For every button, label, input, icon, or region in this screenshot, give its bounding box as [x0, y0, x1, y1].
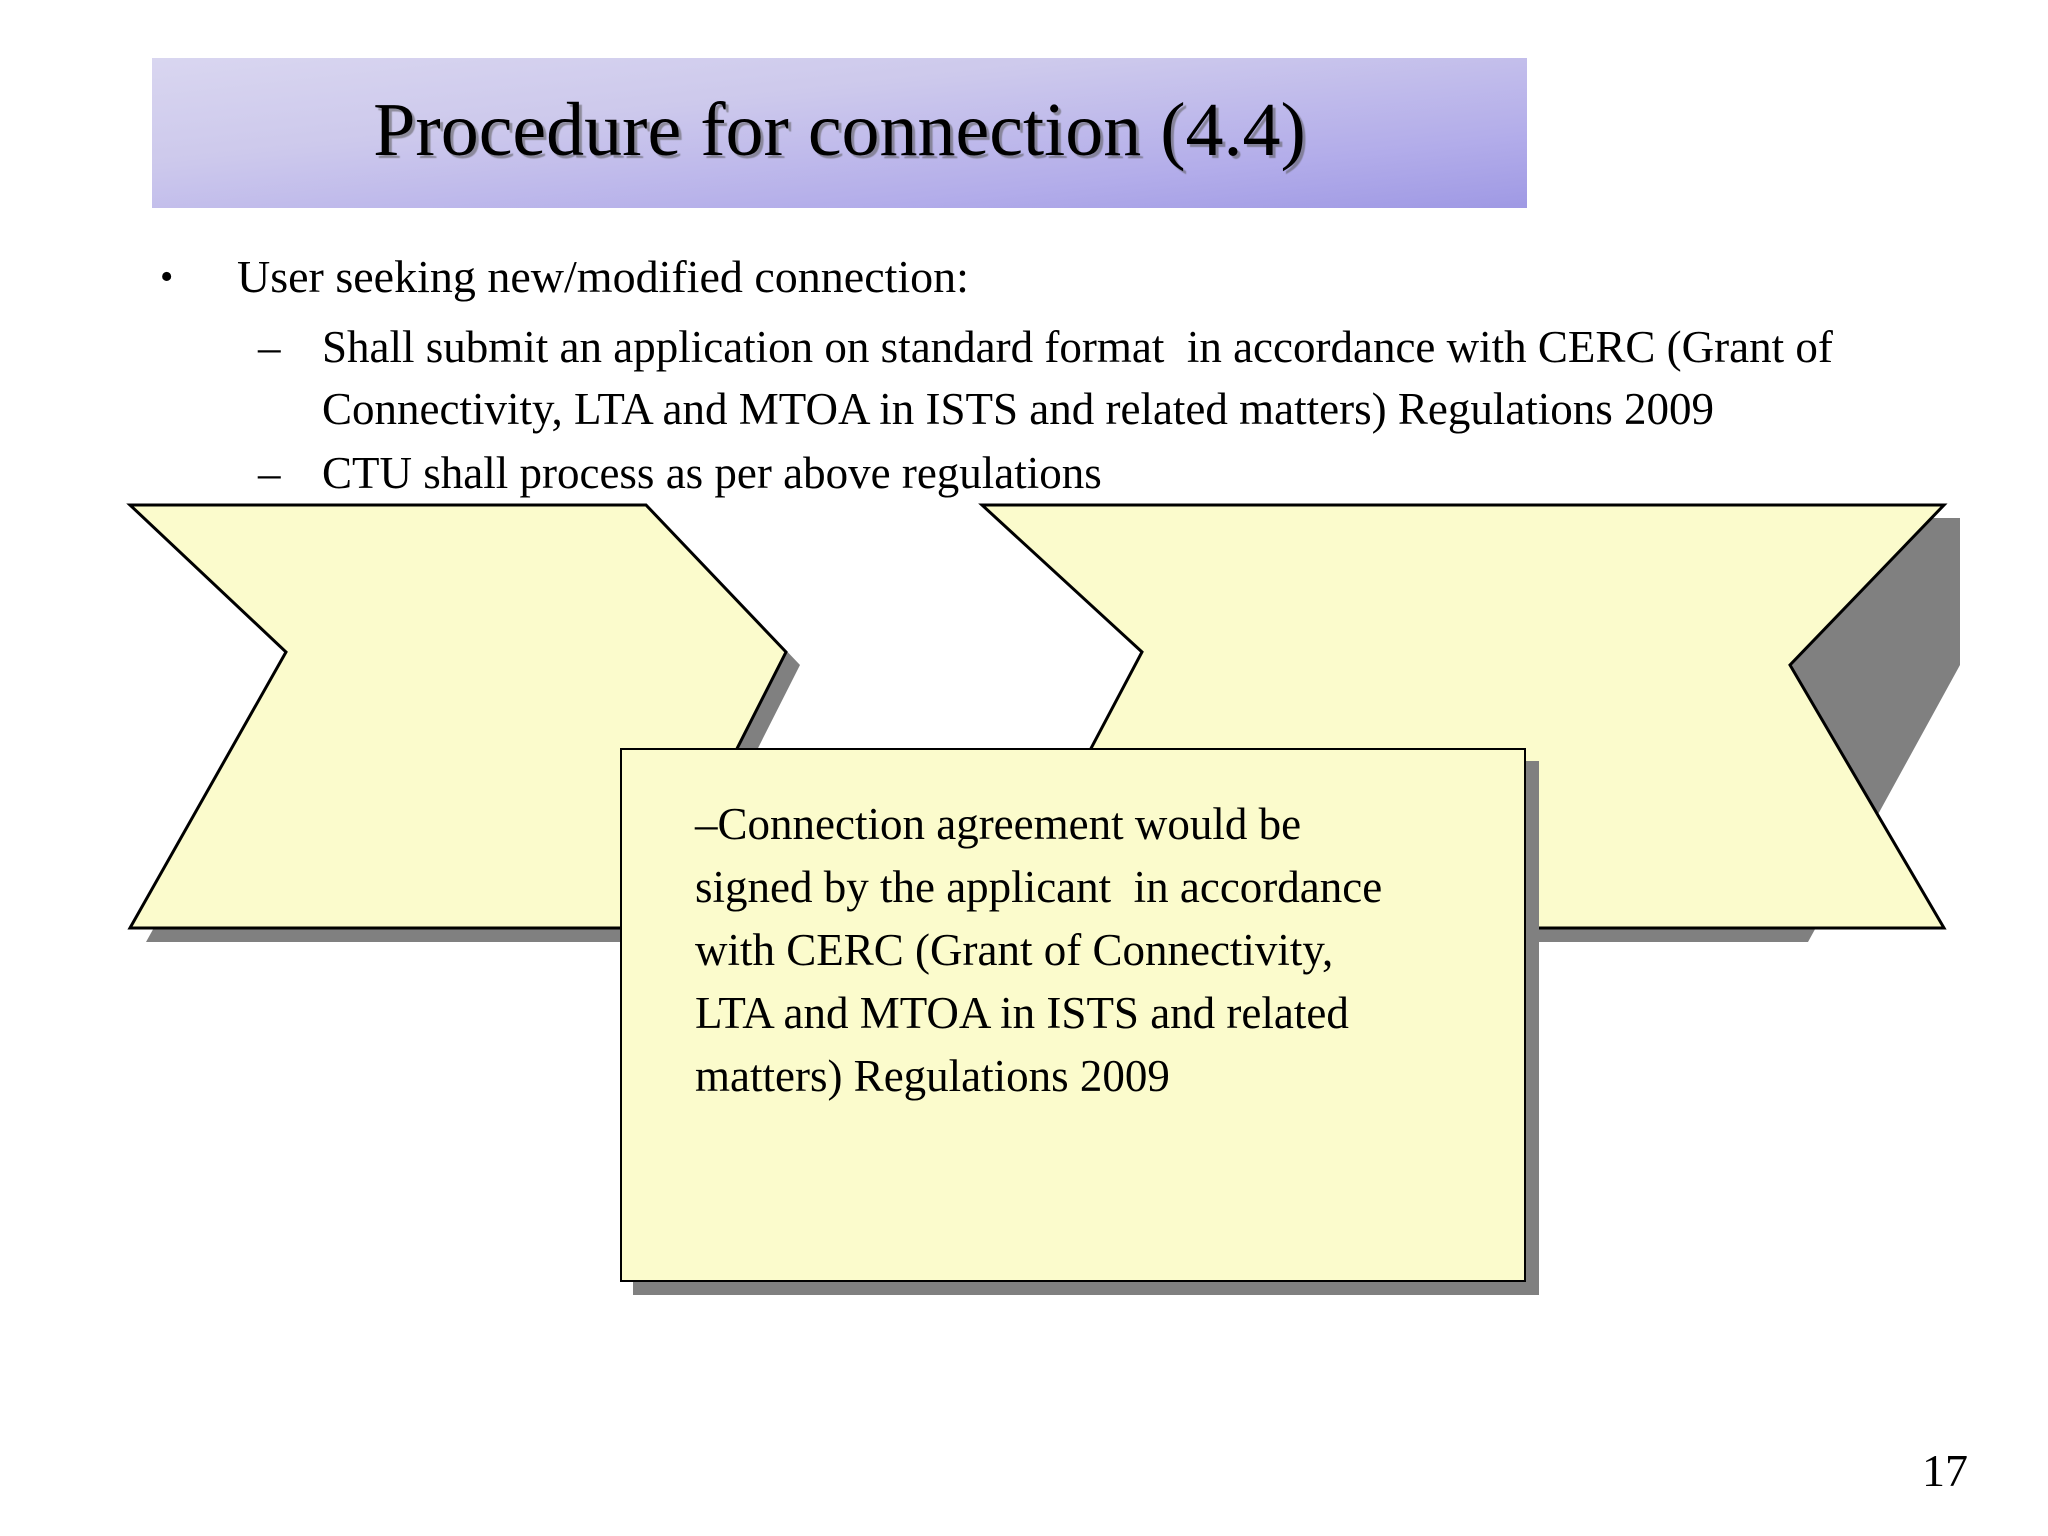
slide-title-banner: Procedure for connection (4.4): [152, 58, 1527, 208]
callout-text: –Connection agreement would be signed by…: [695, 799, 1394, 1101]
page-title: Procedure for connection (4.4): [373, 88, 1306, 172]
bullet-marker-dash: –: [258, 322, 281, 372]
bullet-marker-dot: •: [160, 256, 174, 298]
callout-box: –Connection agreement would be signed by…: [620, 748, 1526, 1282]
bullet-item-level2: – CTU shall process as per above regulat…: [0, 442, 2048, 504]
bullet-item-level1: • User seeking new/modified connection:: [0, 248, 2048, 306]
bullet-marker-dash: –: [258, 448, 281, 498]
chevron-ribbon-diagram: [0, 480, 2048, 1080]
bullet-label-level1: User seeking new/modified connection:: [237, 251, 969, 302]
page-number: 17: [1922, 1445, 1968, 1496]
bullet-list: • User seeking new/modified connection: …: [0, 248, 2048, 506]
bullet-item-level2: – Shall submit an application on standar…: [0, 316, 2048, 440]
bullet-label-level2: Shall submit an application on standard …: [322, 322, 1845, 434]
bullet-label-level2: CTU shall process as per above regulatio…: [322, 448, 1102, 498]
